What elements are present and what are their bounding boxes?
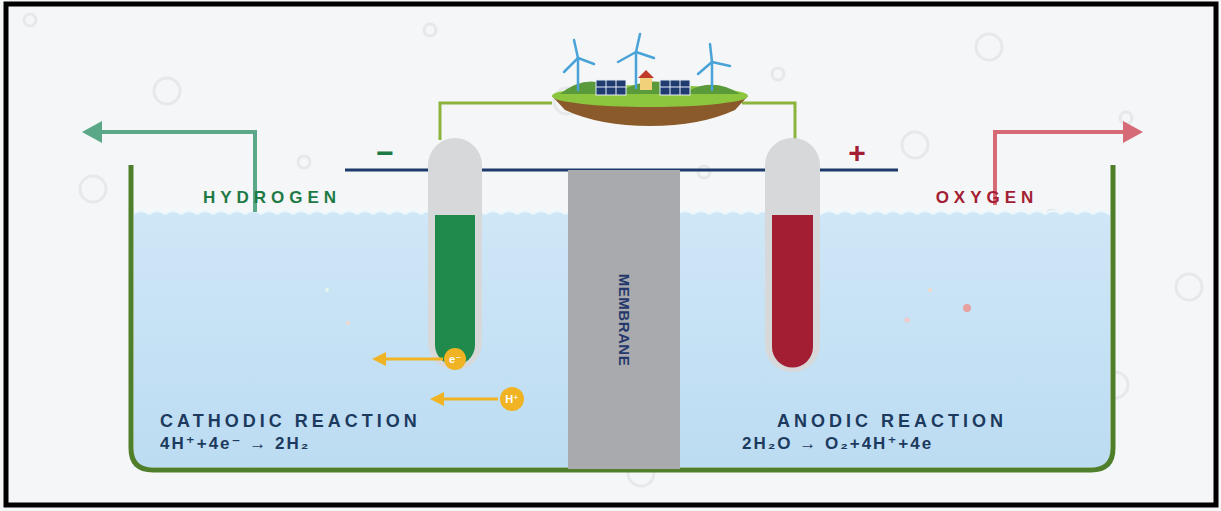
renewable-island bbox=[596, 80, 626, 95]
ion-symbol: e⁻ bbox=[449, 354, 461, 365]
gas-label: OXYGEN bbox=[936, 188, 1039, 208]
renewable-island bbox=[636, 34, 640, 52]
electron-marker: e⁻ bbox=[444, 348, 466, 370]
reaction-title: CATHODIC REACTION bbox=[160, 411, 421, 432]
tank-wall bbox=[131, 165, 1113, 470]
background-texture bbox=[424, 24, 436, 36]
renewable-island bbox=[618, 52, 636, 62]
reaction-title: ANODIC REACTION bbox=[777, 411, 1007, 432]
electron-flow-arrow bbox=[372, 352, 386, 366]
anode-electrode bbox=[765, 138, 820, 372]
renewable-island bbox=[712, 62, 730, 66]
proton-marker: H⁺ bbox=[500, 387, 524, 411]
renewable-island bbox=[638, 70, 654, 78]
membrane-band bbox=[568, 170, 680, 469]
background-texture bbox=[902, 132, 928, 158]
renewable-island bbox=[574, 40, 578, 58]
gas-bubbles bbox=[963, 304, 971, 312]
proton-flow-arrow bbox=[430, 392, 444, 406]
background-texture bbox=[80, 176, 106, 202]
electron-flow-arrow bbox=[385, 358, 443, 361]
background-texture bbox=[24, 14, 36, 26]
gas-bubbles bbox=[346, 321, 350, 325]
renewable-island bbox=[711, 62, 714, 90]
cathode-electrode bbox=[428, 138, 482, 370]
background-texture bbox=[976, 34, 1002, 60]
membrane-band: MEMBRANE bbox=[568, 170, 680, 469]
cathode-electrode bbox=[428, 138, 482, 370]
gas-bubbles bbox=[928, 288, 932, 292]
background-texture bbox=[154, 78, 180, 104]
renewable-island bbox=[635, 52, 638, 88]
polarity-sign: − bbox=[376, 136, 394, 171]
reaction-equation: 2H₂O → O₂+4H⁺+4e bbox=[742, 434, 933, 454]
renewable-island bbox=[564, 34, 730, 90]
renewable-island bbox=[577, 58, 580, 90]
reaction-equation: 4H⁺+4e⁻ → 2H₂ bbox=[160, 434, 310, 454]
cathode-electrode bbox=[435, 215, 475, 365]
renewable-island bbox=[596, 87, 626, 88]
polarity-sign: + bbox=[848, 136, 866, 171]
electron-flow-arrow bbox=[372, 352, 443, 366]
renewable-island bbox=[710, 44, 712, 62]
membrane-label: MEMBRANE bbox=[616, 273, 633, 365]
renewable-island bbox=[564, 58, 578, 72]
renewable-island bbox=[660, 87, 690, 88]
ion-symbol: H⁺ bbox=[505, 394, 519, 405]
anode-electrode bbox=[765, 138, 820, 372]
renewable-island bbox=[578, 58, 594, 64]
gas-bubbles bbox=[905, 318, 910, 323]
outer-frame bbox=[6, 4, 1216, 505]
proton-flow-arrow bbox=[443, 398, 498, 401]
renewable-island bbox=[640, 78, 652, 90]
background-texture bbox=[772, 68, 784, 80]
gas-bubbles bbox=[325, 288, 329, 292]
background-texture bbox=[1120, 112, 1132, 124]
hydrogen-outflow-arrow bbox=[82, 121, 102, 143]
power-wire bbox=[440, 103, 552, 140]
background-texture bbox=[298, 156, 310, 168]
membrane-band bbox=[568, 170, 680, 469]
background-texture bbox=[698, 166, 710, 178]
renewable-island bbox=[552, 34, 748, 126]
anode-electrode bbox=[772, 215, 813, 367]
oxygen-outflow-arrow bbox=[1123, 121, 1143, 143]
background-texture bbox=[1176, 274, 1202, 300]
renewable-island bbox=[660, 80, 690, 95]
power-wire bbox=[742, 103, 795, 140]
renewable-island bbox=[698, 62, 712, 74]
gas-label: HYDROGEN bbox=[203, 188, 341, 208]
proton-flow-arrow bbox=[430, 392, 498, 406]
background-texture bbox=[24, 14, 1202, 486]
renewable-island bbox=[636, 52, 654, 58]
